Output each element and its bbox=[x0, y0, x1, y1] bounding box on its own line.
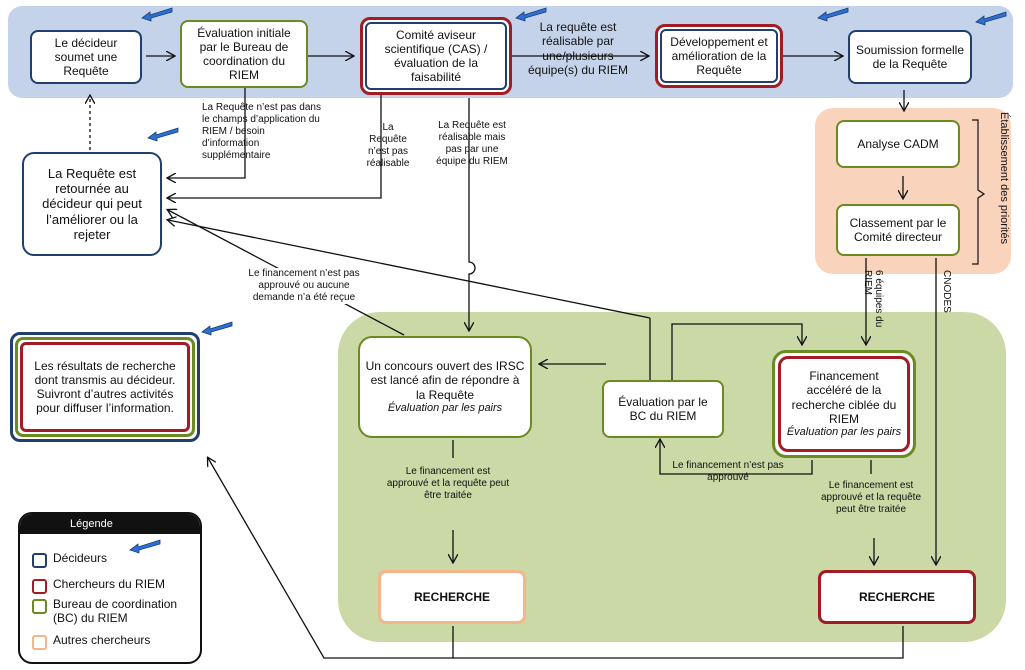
recherche-text-2: RECHERCHE bbox=[858, 589, 935, 604]
comite-cas-text: Comité aviseur scientifique (CAS) / éval… bbox=[384, 27, 488, 85]
soumission-text: Soumission formelle de la Requête bbox=[855, 42, 965, 71]
label-financement-non-recu: Le financement n’est pas approuvé ou auc… bbox=[246, 268, 362, 304]
concours-text: Un concours ouvert des IRSC est lancé af… bbox=[365, 359, 525, 402]
label-financement-approuve-1: Le financement est approuvé et la requêt… bbox=[386, 466, 510, 501]
pointer-arrow-icon bbox=[129, 539, 161, 554]
recherche-text-1: RECHERCHE bbox=[413, 589, 490, 604]
resultats-text: Les résultats de recherche dont transmis… bbox=[34, 358, 176, 416]
soumission-box: Soumission formelle de la Requête bbox=[848, 30, 972, 84]
recherche-box-1: RECHERCHE bbox=[378, 570, 526, 624]
label-realisable-pas-equipe: La Requête est réalisable mais pas par u… bbox=[436, 120, 508, 167]
evaluation-initiale-box: Évaluation initiale par le Bureau de coo… bbox=[180, 20, 308, 88]
concours-subtext: Évaluation par les pairs bbox=[387, 401, 503, 414]
legend-swatch-green bbox=[32, 599, 47, 614]
legend-item-decideurs: Décideurs bbox=[32, 551, 108, 568]
financement-accelere-text: Financement accéléré de la recherche cib… bbox=[791, 369, 897, 426]
classement-box: Classement par le Comité directeur bbox=[836, 204, 960, 256]
legend-swatch-peach bbox=[32, 635, 47, 650]
pointer-arrow-icon bbox=[147, 127, 179, 142]
analyse-cadm-text: Analyse CADM bbox=[857, 136, 939, 151]
legend-item-chercheurs: Chercheurs du RIEM bbox=[32, 577, 166, 594]
label-realisable-equipes: La requête est réalisable par une/plusie… bbox=[527, 20, 629, 78]
legend-label-bureau: Bureau de coordination (BC) du RIEM bbox=[53, 597, 178, 625]
evaluation-initiale-text: Évaluation initiale par le Bureau de coo… bbox=[197, 25, 291, 83]
legend-swatch-red bbox=[32, 579, 47, 594]
developpement-box: Développement et amélioration de la Requ… bbox=[660, 29, 778, 83]
legend-title: Légende bbox=[20, 514, 200, 534]
pointer-arrow-icon bbox=[515, 7, 547, 22]
label-cnodes: CNODES bbox=[941, 270, 952, 313]
legend-label-decideurs: Décideurs bbox=[53, 551, 108, 565]
legend-label-chercheurs: Chercheurs du RIEM bbox=[53, 577, 166, 591]
requete-retournee-box: La Requête est retournée au décideur qui… bbox=[22, 152, 162, 256]
label-financement-approuve-2: Le financement est approuvé et la requêt… bbox=[820, 480, 922, 515]
legend-item-autres: Autres chercheurs bbox=[32, 633, 151, 650]
label-six-equipes: 6 équipes du RIEM bbox=[862, 270, 884, 328]
label-etablissement-priorites: Établissement des priorités bbox=[998, 112, 1010, 245]
label-financement-non-approuve: Le financement n’est pas approuvé bbox=[672, 460, 784, 483]
analyse-cadm-box: Analyse CADM bbox=[836, 120, 960, 168]
financement-accelere-box: Financement accéléré de la recherche cib… bbox=[778, 356, 910, 452]
legend: Légende Décideurs Chercheurs du RIEM Bur… bbox=[18, 512, 202, 664]
classement-text: Classement par le Comité directeur bbox=[849, 215, 947, 244]
evaluation-bc-box: Évaluation par le BC du RIEM bbox=[602, 380, 724, 438]
decideur-text: Le décideur soumet une Requête bbox=[54, 35, 118, 79]
label-pas-realisable: La Requête n’est pas réalisable bbox=[366, 122, 410, 169]
comite-cas-box: Comité aviseur scientifique (CAS) / éval… bbox=[365, 22, 507, 90]
label-hors-champs: La Requête n’est pas dans le champs d’ap… bbox=[202, 102, 321, 161]
pointer-arrow-icon bbox=[141, 7, 173, 22]
pointer-arrow-icon bbox=[817, 7, 849, 22]
decideur-box: Le décideur soumet une Requête bbox=[30, 30, 142, 84]
requete-retournee-text: La Requête est retournée au décideur qui… bbox=[42, 165, 142, 242]
legend-item-bureau: Bureau de coordination (BC) du RIEM bbox=[32, 597, 192, 626]
pointer-arrow-icon bbox=[975, 11, 1007, 26]
evaluation-bc-text: Évaluation par le BC du RIEM bbox=[618, 394, 708, 423]
concours-box: Un concours ouvert des IRSC est lancé af… bbox=[358, 336, 532, 438]
legend-swatch-blue bbox=[32, 553, 47, 568]
recherche-box-2: RECHERCHE bbox=[818, 570, 976, 624]
pointer-arrow-icon bbox=[201, 321, 233, 336]
financement-accelere-subtext: Évaluation par les pairs bbox=[786, 425, 902, 438]
resultats-box: Les résultats de recherche dont transmis… bbox=[20, 342, 190, 432]
legend-label-autres: Autres chercheurs bbox=[53, 633, 151, 647]
developpement-text: Développement et amélioration de la Requ… bbox=[670, 34, 768, 78]
